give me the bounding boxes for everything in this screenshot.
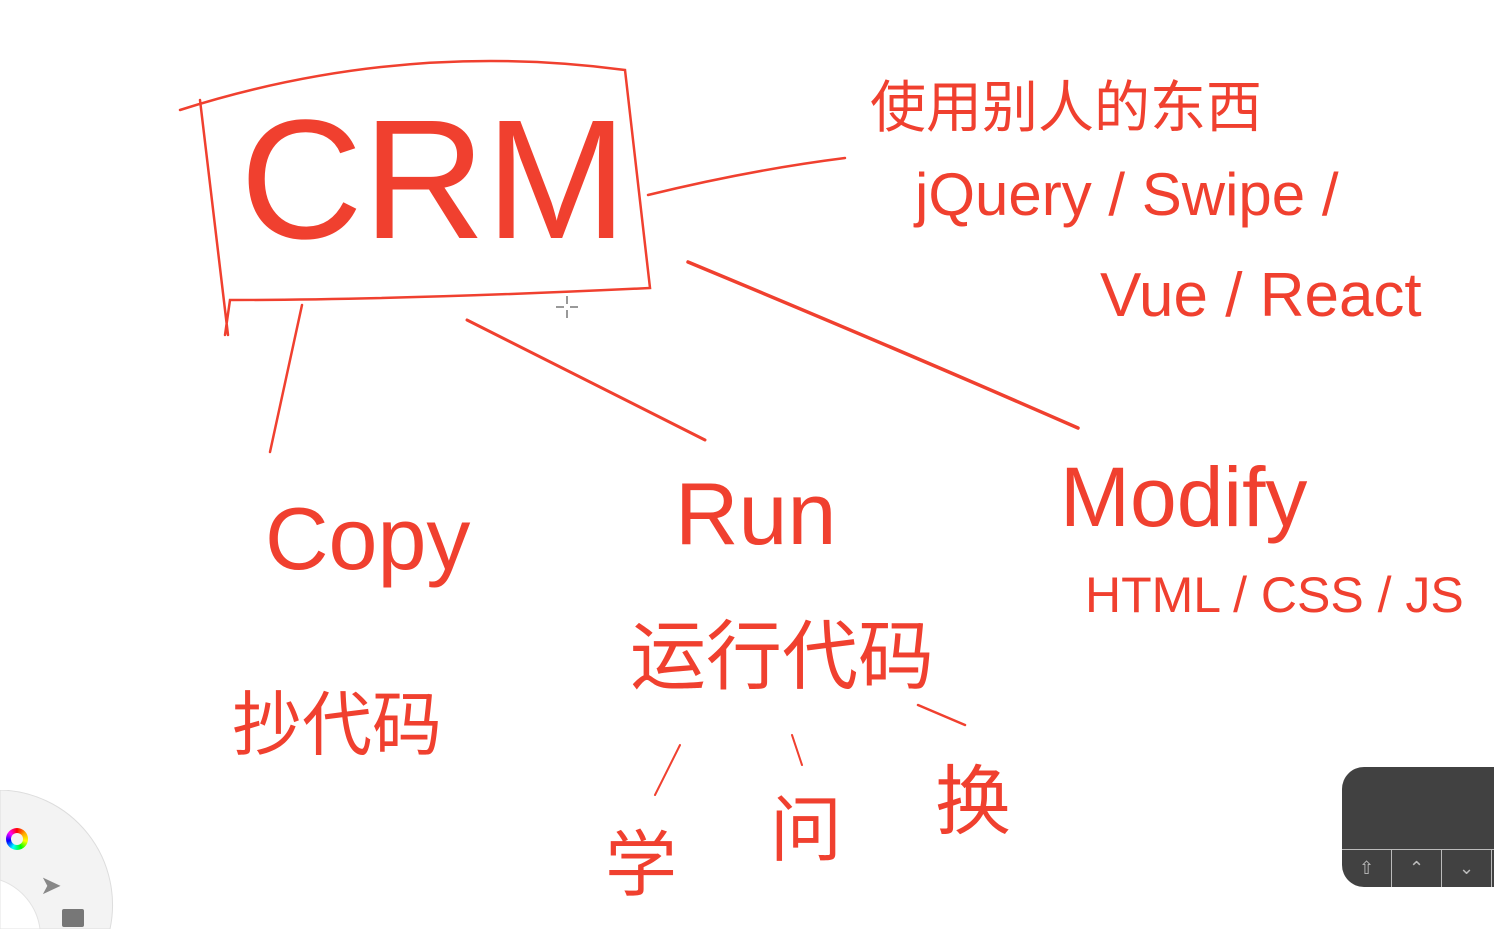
crosshair-cursor-icon xyxy=(556,296,578,318)
connector-top xyxy=(646,156,847,197)
shift-key[interactable]: ⇧ xyxy=(1342,850,1392,887)
run-sub-xue: 学 xyxy=(605,826,678,906)
branch-copy-label: Copy xyxy=(265,489,471,588)
connector-run xyxy=(465,318,707,442)
top-note-line2: jQuery / Swipe / xyxy=(915,161,1339,228)
connector-wen xyxy=(791,734,803,766)
branch-modify-note: HTML / CSS / JS xyxy=(1085,567,1464,623)
connector-huan xyxy=(916,703,967,727)
top-note-line1: 使用别人的东西 xyxy=(870,76,1262,139)
connector-copy xyxy=(268,303,304,454)
pages-icon[interactable] xyxy=(62,909,84,927)
branch-modify-label: Modify xyxy=(1060,450,1308,544)
branch-copy-note: 抄代码 xyxy=(232,686,442,764)
run-sub-wen: 问 xyxy=(770,791,843,871)
connector-xue xyxy=(654,744,681,796)
crm-title: CRM xyxy=(240,85,628,275)
pointer-arrow-icon[interactable]: ➤ xyxy=(40,870,62,900)
branch-run-label: Run xyxy=(675,464,837,563)
down-key[interactable]: ⌄ xyxy=(1442,850,1492,887)
keypad-panel: ⇧ ⌃ ⌄ xyxy=(1342,767,1494,887)
run-sub-huan: 换 xyxy=(935,760,1011,845)
connector-modify xyxy=(686,260,1080,430)
up-key[interactable]: ⌃ xyxy=(1392,850,1442,887)
color-wheel-icon[interactable] xyxy=(6,828,28,850)
branch-run-note: 运行代码 xyxy=(630,615,934,700)
crm-box xyxy=(178,59,652,337)
top-note-line3: Vue / React xyxy=(1100,261,1422,330)
